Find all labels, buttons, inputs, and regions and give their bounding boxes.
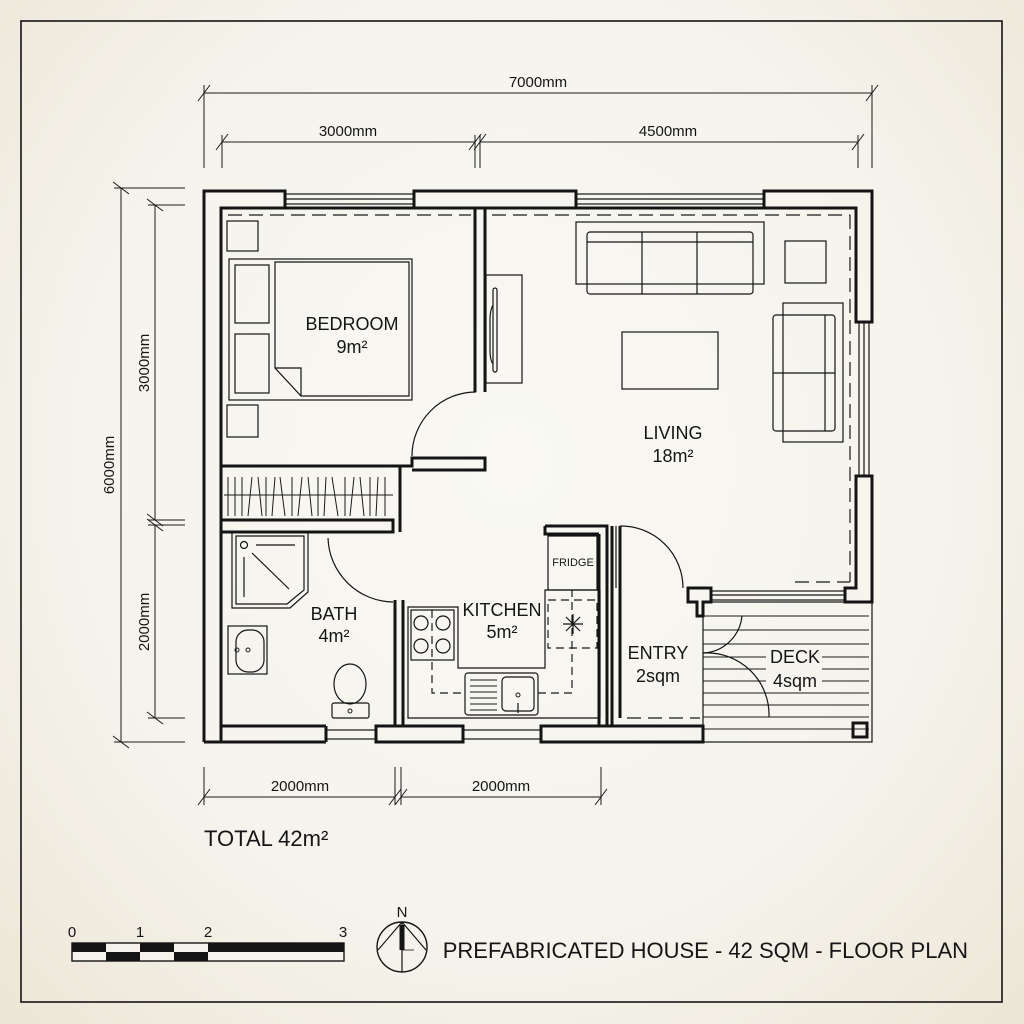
svg-text:18m²: 18m² bbox=[652, 446, 693, 466]
dimension-label: 4500mm bbox=[639, 123, 697, 140]
deck bbox=[702, 601, 873, 743]
living-furniture bbox=[485, 221, 844, 443]
room-label-bath: BATH 4m² bbox=[311, 604, 358, 646]
svg-text:9m²: 9m² bbox=[337, 337, 368, 357]
room-label-entry: ENTRY 2sqm bbox=[628, 643, 689, 686]
total-area: TOTAL 42m² bbox=[204, 826, 328, 851]
dimension-top-left: 3000mm bbox=[215, 123, 482, 168]
dimension-top-right: 4500mm bbox=[473, 123, 865, 168]
svg-text:2sqm: 2sqm bbox=[636, 666, 680, 686]
bedroom-door-swing bbox=[411, 391, 477, 457]
svg-text:4sqm: 4sqm bbox=[773, 671, 817, 691]
dimension-label: 7000mm bbox=[509, 74, 567, 91]
tv bbox=[492, 287, 498, 373]
north-label: N bbox=[397, 904, 408, 921]
dimension-bottom-left: 2000mm bbox=[197, 767, 402, 806]
svg-text:4m²: 4m² bbox=[319, 626, 350, 646]
dimension-label: 2000mm bbox=[472, 778, 530, 795]
scale-tick: 1 bbox=[136, 924, 144, 941]
north-arrow-icon: N bbox=[376, 904, 428, 973]
toilet bbox=[333, 663, 367, 705]
washbasin bbox=[227, 625, 268, 675]
dimension-label: 6000mm bbox=[101, 436, 118, 494]
wardrobe bbox=[224, 476, 393, 517]
scale-tick: 2 bbox=[204, 924, 212, 941]
room-label-living: LIVING 18m² bbox=[643, 423, 702, 466]
light-fixture-icon bbox=[563, 614, 583, 634]
svg-text:BATH: BATH bbox=[311, 604, 358, 624]
bedroom-furniture bbox=[224, 220, 477, 517]
scale-tick: 3 bbox=[339, 924, 347, 941]
dimension-left-upper: 3000mm bbox=[136, 198, 185, 527]
room-label-kitchen: KITCHEN 5m² bbox=[462, 600, 541, 642]
dimension-left-lower: 2000mm bbox=[136, 518, 185, 725]
bath-door-swing bbox=[327, 537, 394, 603]
dimension-label: 2000mm bbox=[136, 593, 153, 651]
side-table bbox=[784, 240, 827, 284]
entry-door bbox=[615, 525, 684, 589]
room-label-bedroom: BEDROOM 9m² bbox=[305, 314, 398, 357]
svg-text:5m²: 5m² bbox=[487, 622, 518, 642]
nightstand bbox=[226, 404, 259, 438]
dimension-left-overall: 6000mm bbox=[101, 181, 185, 749]
svg-text:KITCHEN: KITCHEN bbox=[462, 600, 541, 620]
shower bbox=[231, 531, 309, 609]
dimension-top-overall: 7000mm bbox=[197, 74, 879, 168]
room-label-deck: DECK 4sqm bbox=[770, 647, 820, 691]
tv-unit bbox=[485, 274, 523, 384]
kitchen-fixtures: FRIDGE bbox=[407, 535, 601, 719]
pillow bbox=[234, 264, 270, 324]
sink bbox=[464, 672, 539, 716]
dimension-label: 2000mm bbox=[271, 778, 329, 795]
scale-tick: 0 bbox=[68, 924, 76, 941]
svg-text:DECK: DECK bbox=[770, 647, 820, 667]
svg-text:BEDROOM: BEDROOM bbox=[305, 314, 398, 334]
dimension-label: 3000mm bbox=[319, 123, 377, 140]
sofa bbox=[575, 221, 765, 295]
deck-door-swing bbox=[702, 652, 770, 718]
sheet-border bbox=[20, 20, 1003, 1003]
bath-fixtures bbox=[227, 531, 394, 719]
svg-text:LIVING: LIVING bbox=[643, 423, 702, 443]
bed bbox=[228, 258, 413, 401]
windows bbox=[284, 193, 870, 740]
drawing-title: PREFABRICATED HOUSE - 42 SQM - FLOOR PLA… bbox=[443, 938, 968, 963]
nightstand bbox=[226, 220, 259, 252]
fridge-label: FRIDGE bbox=[552, 557, 594, 569]
loveseat bbox=[772, 302, 844, 443]
deck-post bbox=[851, 721, 869, 739]
ceiling-lines bbox=[228, 214, 851, 719]
scale-bar: 0 1 2 3 bbox=[68, 924, 347, 962]
pillow bbox=[234, 333, 270, 394]
dimension-label: 3000mm bbox=[136, 334, 153, 392]
deck-door-swing bbox=[702, 615, 743, 654]
svg-text:ENTRY: ENTRY bbox=[628, 643, 689, 663]
coffee-table bbox=[621, 331, 719, 390]
kitchen-counter bbox=[407, 589, 601, 719]
dimension-bottom-right: 2000mm bbox=[394, 767, 608, 806]
